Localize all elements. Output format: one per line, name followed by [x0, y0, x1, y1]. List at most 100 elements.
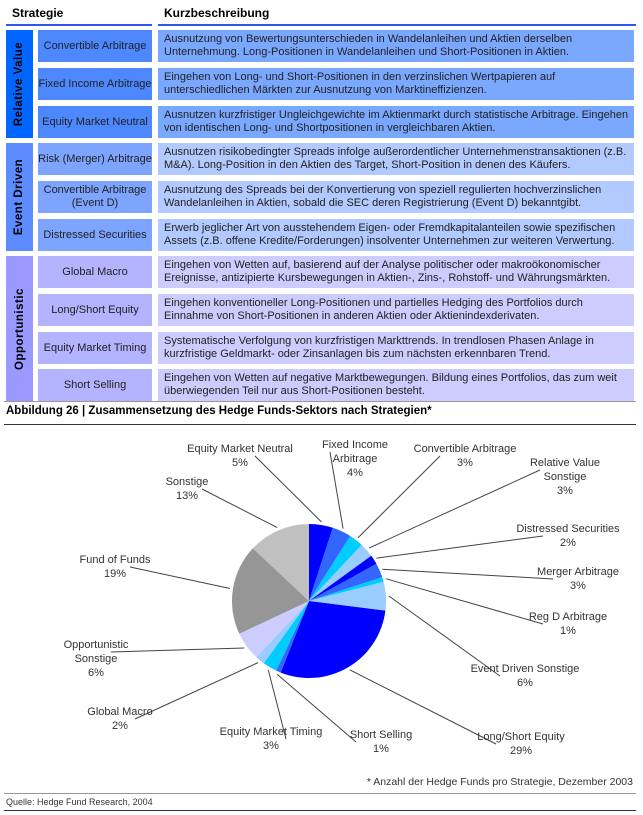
strategy-cell: Short Selling	[38, 369, 152, 401]
slice-label-value: 29%	[509, 745, 533, 757]
divider	[4, 793, 636, 794]
pie-slice	[280, 601, 386, 678]
slice-label-name: Opportunistic Sonstige	[63, 639, 129, 665]
slice-label-name: Fund of Funds	[79, 554, 151, 566]
description-cell: Eingehen von Long- und Short-Positionen …	[158, 68, 634, 100]
slice-label-name: Merger Arbitrage	[537, 566, 619, 578]
pie-slice	[276, 601, 309, 673]
description-cell: Systematische Verfolgung von kurzfristig…	[158, 332, 634, 364]
source: Quelle: Hedge Fund Research, 2004	[6, 797, 153, 807]
slice-label-name: Fixed Income Arbitrage	[321, 439, 389, 465]
header-description: Kurzbeschreibung	[164, 6, 270, 20]
header-rule	[158, 24, 636, 26]
group-label: Opportunistic	[6, 256, 33, 401]
slice-label: Fixed Income Arbitrage 4%	[300, 438, 410, 480]
strategy-cell: Distressed Securities	[38, 219, 152, 251]
description-cell: Ausnutzung des Spreads bei der Konvertie…	[158, 181, 634, 213]
pie-slice	[239, 601, 309, 658]
divider	[4, 810, 636, 811]
slice-label-value: 4%	[347, 467, 363, 479]
slice-label-name: Event Driven Sonstige	[470, 663, 580, 675]
leader-line	[357, 455, 441, 539]
slice-label-value: 1%	[373, 743, 389, 755]
leader-line	[276, 674, 357, 743]
slice-label-value: 3%	[570, 580, 586, 592]
slice-label-value: 5%	[232, 457, 248, 469]
leader-line	[201, 488, 278, 529]
pie-slice	[309, 555, 377, 601]
slice-label: Global Macro 2%	[65, 705, 175, 733]
figure-caption: Abbildung 26 | Zusammensetzung des Hedge…	[6, 405, 432, 417]
pie-slice	[309, 527, 351, 601]
strategy-cell: Equity Market Timing	[38, 332, 152, 364]
header-strategy: Strategie	[12, 6, 64, 20]
leader-line	[267, 669, 287, 740]
leader-line	[134, 662, 259, 720]
pie-slice	[231, 548, 309, 634]
slice-label: Relative Value Sonstige 3%	[510, 456, 620, 498]
slice-label: Sonstige 13%	[132, 475, 242, 503]
slice-label-value: 1%	[560, 625, 576, 637]
group-label: Event Driven	[6, 143, 33, 251]
strategy-cell: Global Macro	[38, 256, 152, 288]
description-cell: Erwerb jeglicher Art von ausstehendem Ei…	[158, 219, 634, 251]
slice-label-name: Convertible Arbitrage	[413, 443, 517, 455]
pie-slice	[309, 581, 386, 611]
slice-label-value: 3%	[557, 485, 573, 497]
slice-label: Convertible Arbitrage 3%	[410, 442, 520, 470]
leader-line	[349, 669, 497, 745]
slice-label-name: Global Macro	[87, 706, 153, 718]
description-cell: Ausnutzen risikobedingter Spreads infolg…	[158, 143, 634, 175]
slice-label-name: Sonstige	[165, 476, 209, 488]
slice-label: Merger Arbitrage 3%	[523, 565, 633, 593]
pie-slice	[309, 524, 333, 601]
slice-label-name: Equity Market Timing	[219, 726, 323, 738]
slice-label-value: 2%	[112, 720, 128, 732]
divider	[4, 401, 636, 402]
slice-label-value: 3%	[263, 740, 279, 752]
pie-slice	[309, 535, 362, 601]
slice-label-name: Equity Market Neutral	[187, 443, 293, 455]
pie-slice	[252, 524, 309, 601]
leader-line	[368, 469, 541, 549]
pie-slice	[263, 601, 309, 671]
slice-label-value: 13%	[175, 490, 199, 502]
strategy-cell: Convertible Arbitrage (Event D)	[38, 181, 152, 213]
leader-line	[110, 647, 245, 653]
leader-line	[129, 566, 231, 589]
slice-label: Fund of Funds 19%	[60, 553, 170, 581]
strategy-cell: Fixed Income Arbitrage	[38, 68, 152, 100]
strategy-cell: Risk (Merger) Arbitrage	[38, 143, 152, 175]
description-cell: Ausnutzung von Bewertungsunterschieden i…	[158, 30, 634, 62]
pie-slice	[309, 563, 383, 601]
pie-slice	[309, 577, 384, 601]
description-cell: Eingehen von Wetten auf, basierend auf d…	[158, 256, 634, 288]
leader-line	[388, 595, 501, 677]
leader-line	[254, 455, 322, 523]
description-cell: Eingehen konventioneller Long-Positionen…	[158, 294, 634, 326]
slice-label: Distressed Securities 2%	[513, 522, 623, 550]
strategy-cell: Equity Market Neutral	[38, 106, 152, 138]
slice-label-value: 2%	[560, 537, 576, 549]
slice-label-name: Reg D Arbitrage	[528, 611, 608, 623]
group-label: Relative Value	[6, 30, 33, 138]
description-cell: Ausnutzen kurzfristiger Ungleichgewichte…	[158, 106, 634, 138]
slice-label-name: Relative Value Sonstige	[529, 457, 601, 483]
slice-label-value: 3%	[457, 457, 473, 469]
divider	[4, 424, 636, 425]
leader-line	[385, 578, 544, 625]
strategy-cell: Long/Short Equity	[38, 294, 152, 326]
slice-label-value: 6%	[517, 677, 533, 689]
slice-label: Equity Market Neutral 5%	[185, 442, 295, 470]
footnote: * Anzahl der Hedge Funds pro Strategie, …	[366, 776, 633, 788]
slice-label-name: Distressed Securities	[516, 523, 620, 535]
slice-label-value: 19%	[103, 568, 127, 580]
pie-slice	[256, 601, 309, 664]
strategy-cell: Convertible Arbitrage	[38, 30, 152, 62]
leader-line	[382, 568, 554, 580]
pie-slice	[309, 544, 372, 601]
